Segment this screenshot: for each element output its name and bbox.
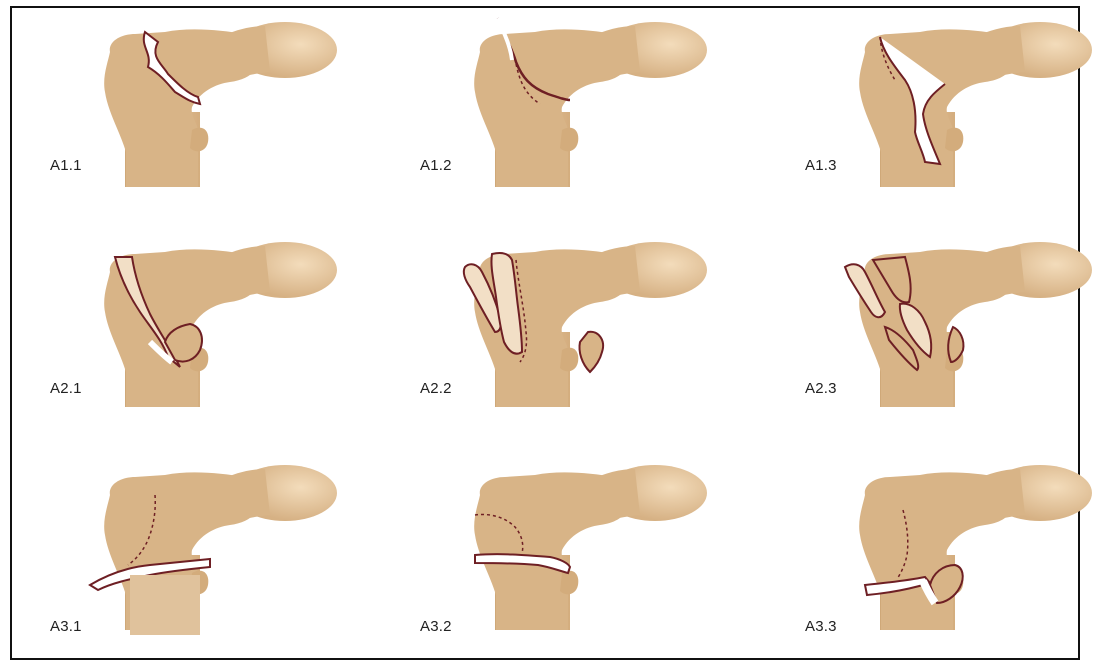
- femur-fracture-a1-2-illustration: [420, 12, 720, 202]
- femur-fracture-a3-3-illustration: [805, 455, 1093, 645]
- panel-label: A3.1: [50, 618, 82, 635]
- panel-a3-2: A3.2: [420, 455, 720, 645]
- panel-label: A2.3: [805, 380, 837, 397]
- panel-a2-1: A2.1: [50, 232, 350, 422]
- femur-fracture-a2-3-illustration: [805, 232, 1093, 422]
- panel-a1-3: A1.3: [805, 12, 1093, 202]
- panel-label: A2.2: [420, 380, 452, 397]
- femur-fracture-a2-1-illustration: [50, 232, 350, 422]
- femur-fracture-a1-1-illustration: [50, 12, 350, 202]
- panel-a3-3: A3.3: [805, 455, 1093, 645]
- panel-a1-1: A1.1: [50, 12, 350, 202]
- panel-label: A1.1: [50, 157, 82, 174]
- femur-fracture-a3-2-illustration: [420, 455, 720, 645]
- femur-fracture-a2-2-illustration: [420, 232, 720, 422]
- panel-a2-2: A2.2: [420, 232, 720, 422]
- panel-a1-2: A1.2: [420, 12, 720, 202]
- panel-label: A1.2: [420, 157, 452, 174]
- panel-label: A3.2: [420, 618, 452, 635]
- panel-a3-1: A3.1: [50, 455, 350, 645]
- panel-label: A2.1: [50, 380, 82, 397]
- femur-fracture-a3-1-illustration: [50, 455, 350, 645]
- femur-fracture-a1-3-illustration: [805, 12, 1093, 202]
- panel-label: A1.3: [805, 157, 837, 174]
- panel-a2-3: A2.3: [805, 232, 1093, 422]
- panel-label: A3.3: [805, 618, 837, 635]
